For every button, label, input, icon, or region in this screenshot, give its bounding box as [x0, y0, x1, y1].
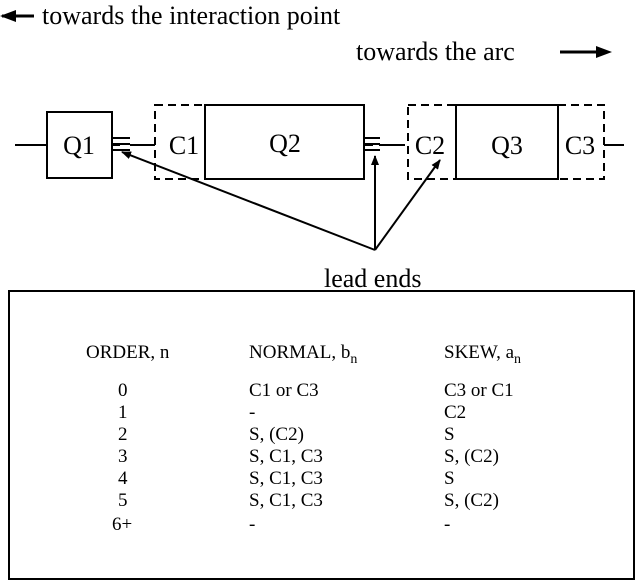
lead-arrow-q1 — [121, 151, 376, 251]
lead-end-arrows — [121, 151, 441, 251]
table-row: 2 S, (C2) S — [118, 424, 455, 445]
magnet-q3 — [455, 104, 559, 180]
right-arrowhead-icon — [596, 46, 612, 58]
row-skew: S, (C2) — [444, 490, 499, 511]
direction-right: towards the arc — [356, 37, 612, 66]
lead-arrow-c2 — [374, 159, 441, 251]
row-normal: S, C1, C3 — [249, 468, 323, 489]
direction-left: towards the interaction point — [0, 1, 341, 30]
row-order: 2 — [118, 424, 128, 445]
table-row: 4 S, C1, C3 S — [118, 468, 455, 489]
corrector-c1 — [154, 104, 206, 180]
row-skew: S — [444, 424, 455, 445]
row-normal: C1 or C3 — [249, 380, 319, 401]
header-skew-sub: n — [514, 352, 521, 367]
row-normal: - — [249, 402, 255, 423]
magnet-q1-label: Q1 — [63, 131, 95, 160]
magnet-q1 — [46, 111, 113, 179]
row-skew: C3 or C1 — [444, 380, 514, 401]
row-order: 3 — [118, 446, 128, 467]
lead-end-q1 — [113, 137, 130, 151]
row-skew: C2 — [444, 402, 466, 423]
table-row: 1 - C2 — [118, 402, 466, 423]
table-row: 3 S, C1, C3 S, (C2) — [118, 446, 499, 467]
row-order: 5 — [118, 490, 128, 511]
magnet-q3-label: Q3 — [491, 131, 523, 160]
table-header: ORDER, n NORMAL, bn SKEW, an — [86, 342, 521, 367]
svg-text:SKEW, an: SKEW, an — [444, 342, 521, 367]
direction-left-label: towards the interaction point — [42, 1, 341, 30]
header-normal: NORMAL, b — [249, 342, 350, 363]
row-skew: S — [444, 468, 455, 489]
row-skew: - — [444, 514, 450, 535]
order-table-box — [8, 290, 635, 580]
svg-text:NORMAL, bn: NORMAL, bn — [249, 342, 357, 367]
direction-right-label: towards the arc — [356, 37, 515, 66]
header-skew: SKEW, a — [444, 342, 515, 363]
row-normal: - — [249, 514, 255, 535]
header-order: ORDER, n — [86, 342, 170, 363]
row-skew: S, (C2) — [444, 446, 499, 467]
table-row: 0 C1 or C3 C3 or C1 — [118, 380, 514, 401]
row-order: 1 — [118, 402, 128, 423]
lead-end-q2 — [365, 137, 380, 151]
table-rows: 0 C1 or C3 C3 or C1 1 - C2 2 S, (C2) S 3… — [112, 380, 514, 535]
row-normal: S, C1, C3 — [249, 446, 323, 467]
corrector-c3 — [557, 104, 605, 180]
row-order: 0 — [118, 380, 128, 401]
row-order: 6+ — [112, 514, 132, 535]
magnet-q2 — [204, 104, 365, 180]
table-row: 5 S, C1, C3 S, (C2) — [118, 490, 499, 511]
row-order: 4 — [118, 468, 128, 489]
lead-ends-label: lead ends — [324, 264, 421, 293]
row-normal: S, (C2) — [249, 424, 304, 445]
corrector-c1-label: C1 — [169, 131, 199, 160]
table-row: 6+ - - — [112, 514, 450, 535]
header-normal-sub: n — [350, 352, 357, 367]
left-arrowhead-icon — [0, 10, 16, 22]
corrector-c3-label: C3 — [565, 131, 595, 160]
corrector-c2-label: C2 — [415, 131, 445, 160]
magnet-q2-label: Q2 — [269, 129, 301, 158]
row-normal: S, C1, C3 — [249, 490, 323, 511]
